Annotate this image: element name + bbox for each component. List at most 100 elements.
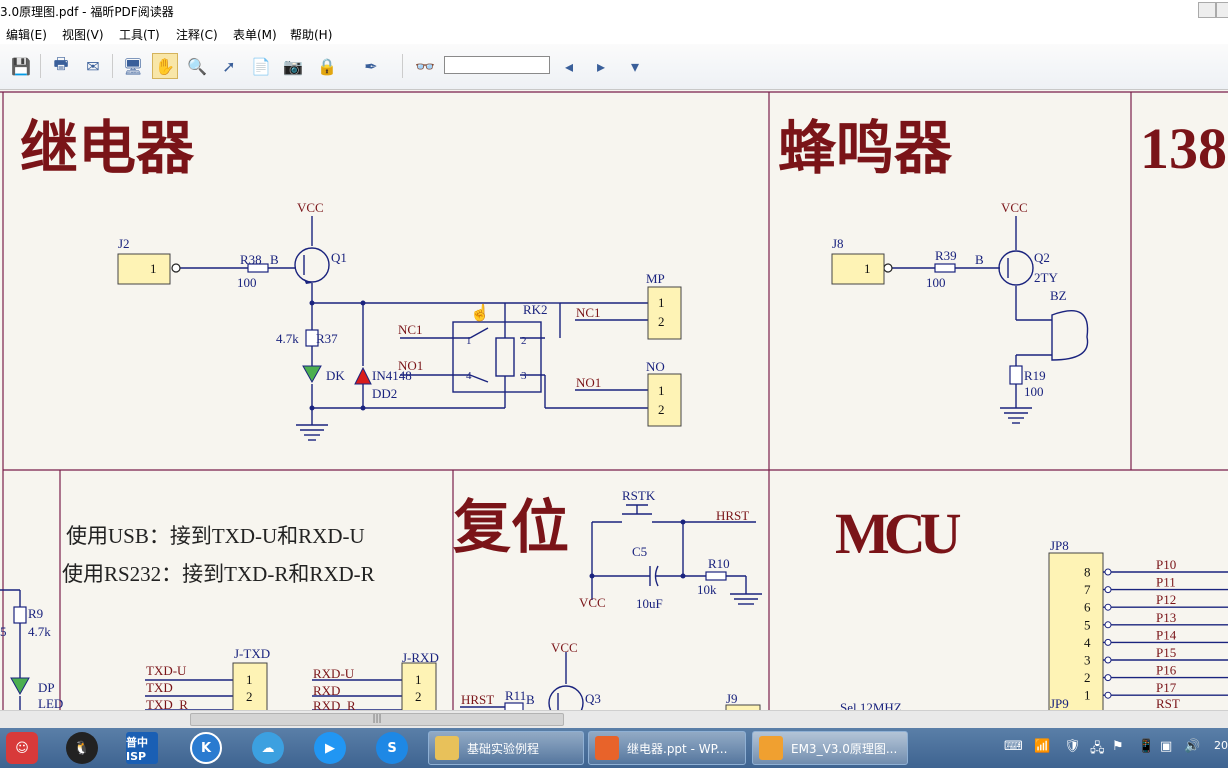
led-label: LED [38,696,63,710]
hrst-net: HRST [716,508,749,523]
jrxd-pin2: 2 [415,689,422,704]
tray-network-icon[interactable]: 🖧 [1090,741,1105,756]
menu-form[interactable]: 表单(M) [233,28,277,42]
q3-base-label: B [526,692,535,707]
q2-base-label: B [975,252,984,267]
tray-flag-icon[interactable]: ⚑ [1112,739,1124,754]
kugou-icon[interactable]: K [190,732,222,764]
jp8-pin-number: 5 [1084,617,1091,632]
jp8-pin-terminal [1104,621,1112,629]
task-wps-label: 继电器.ppt - WP... [627,741,728,756]
find-binoculars-icon[interactable]: 👓 [415,56,435,76]
menu-comment[interactable]: 注释(C) [176,28,218,42]
no1-left-label: NO1 [398,358,423,373]
mp-pin2: 2 [658,314,665,329]
q2-label: Q2 [1034,250,1050,265]
rk2-pin3: 3 [521,370,527,382]
j9-label: J9 [726,691,738,706]
jp8-net-label: P11 [1156,575,1176,590]
nc1-right-label: NC1 [576,305,601,320]
mp-label: MP [646,271,665,286]
video-player-icon[interactable]: ▶ [314,732,346,764]
r37-value: 4.7k [276,331,299,346]
task-folder-label: 基础实验例程 [467,741,540,756]
app-red-icon[interactable]: ☺ [6,732,38,764]
usb-note-line1: 使用USB：接到TXD-U和RXD-U [66,524,365,548]
save-icon[interactable]: 💾 [11,56,31,76]
task-foxit[interactable]: EM3_V3.0原理图... [752,731,908,765]
r38-label: R38 [240,252,262,267]
r10-label: R10 [708,556,730,571]
txdu-net: TXD-U [146,663,187,678]
rxdr-net: RXD_R [313,698,356,710]
menu-bar: 编辑(E) 视图(V) 工具(T) 注释(C) 表单(M) 帮助(H) [0,22,1228,44]
minimize-button[interactable] [1198,2,1216,18]
relay-vcc-label: VCC [297,200,324,215]
search-options-icon[interactable]: ▾ [630,56,640,76]
jp8-pin-number: 7 [1084,582,1091,597]
tray-shield-icon[interactable]: 🛡 [1064,739,1081,754]
reset-vcc-label: VCC [579,595,606,610]
in4148-label: IN4148 [372,368,412,383]
menu-tools[interactable]: 工具(T) [119,28,160,42]
horizontal-scrollbar[interactable]: ||| [0,710,1228,728]
window-title: 3.0原理图.pdf - 福昕PDF阅读器 [0,5,174,19]
nc1-left-label: NC1 [398,322,423,337]
c5-value: 10uF [636,596,663,611]
qq-icon[interactable]: 🐧 [66,732,98,764]
jp8-pin-number: 3 [1084,653,1091,668]
jp8-net-label: P10 [1156,557,1176,572]
menu-view[interactable]: 视图(V) [62,28,104,42]
find-next-icon[interactable]: ▸ [596,56,606,76]
r10-value: 10k [697,582,717,597]
no-pin1: 1 [658,383,665,398]
jp8-pin-terminal [1104,674,1112,682]
tray-display-icon[interactable]: ▣ [1160,739,1173,754]
search-input[interactable] [444,56,550,74]
sign-pen-icon[interactable]: ✒ [364,56,378,76]
tray-keyboard-icon[interactable]: ⌨ [1004,739,1023,754]
menu-help[interactable]: 帮助(H) [290,28,333,42]
zoom-tool-icon[interactable]: 🔍 [187,56,207,76]
q3-label: Q3 [585,691,601,706]
rstk-label: RSTK [622,488,656,503]
tray-mobile-icon[interactable]: 📱 [1138,739,1155,754]
mp-pin1: 1 [658,295,665,310]
dd2-label: DD2 [372,386,397,401]
buzzer-vcc-label: VCC [1001,200,1028,215]
sogou-icon[interactable]: S [376,732,408,764]
maximize-button[interactable] [1216,2,1228,18]
folder-icon [435,736,459,760]
jtxd-label: J-TXD [234,646,270,661]
txd-net: TXD [146,680,173,695]
document-view[interactable]: 继电器 [0,90,1228,710]
task-folder[interactable]: 基础实验例程 [428,731,584,765]
crystal-label: Sel 12MHZ [840,700,902,710]
r19-label: R19 [1024,368,1046,383]
usb-note-line2: 使用RS232：接到TXD-R和RXD-R [62,562,375,586]
scrollbar-thumb[interactable]: ||| [190,713,564,726]
hand-cursor-icon: ☝ [470,303,490,322]
foxit-icon [759,736,783,760]
txdr-net: TXD_R [146,697,188,710]
tray-wifi-icon[interactable]: 📶 [1034,739,1051,754]
tray-clock[interactable]: 20 [1214,739,1228,752]
tray-volume-icon[interactable]: 🔊 [1184,739,1201,754]
c5-label: C5 [632,544,647,559]
text-select-icon[interactable]: 📄 [251,56,271,76]
rms-lock-icon[interactable]: 🔒 [317,56,337,76]
puzhong-isp-icon[interactable]: 普中ISP [126,732,158,764]
email-icon[interactable]: ✉ [86,56,100,76]
print-icon[interactable]: 🖶 [53,53,69,73]
j2-pin: 1 [150,261,157,276]
select-arrow-icon[interactable]: ➚ [222,56,236,76]
fullscreen-icon[interactable]: 🖥 [122,56,144,76]
find-previous-icon[interactable]: ◂ [564,56,574,76]
hand-tool-icon[interactable]: ✋ [152,53,178,79]
jrxd-label: J-RXD [402,650,439,665]
menu-edit[interactable]: 编辑(E) [6,28,47,42]
task-wps-ppt[interactable]: 继电器.ppt - WP... [588,731,746,765]
baidu-netdisk-icon[interactable]: ☁ [252,732,284,764]
dp-label: DP [38,680,55,695]
snapshot-icon[interactable]: 📷 [283,56,303,76]
